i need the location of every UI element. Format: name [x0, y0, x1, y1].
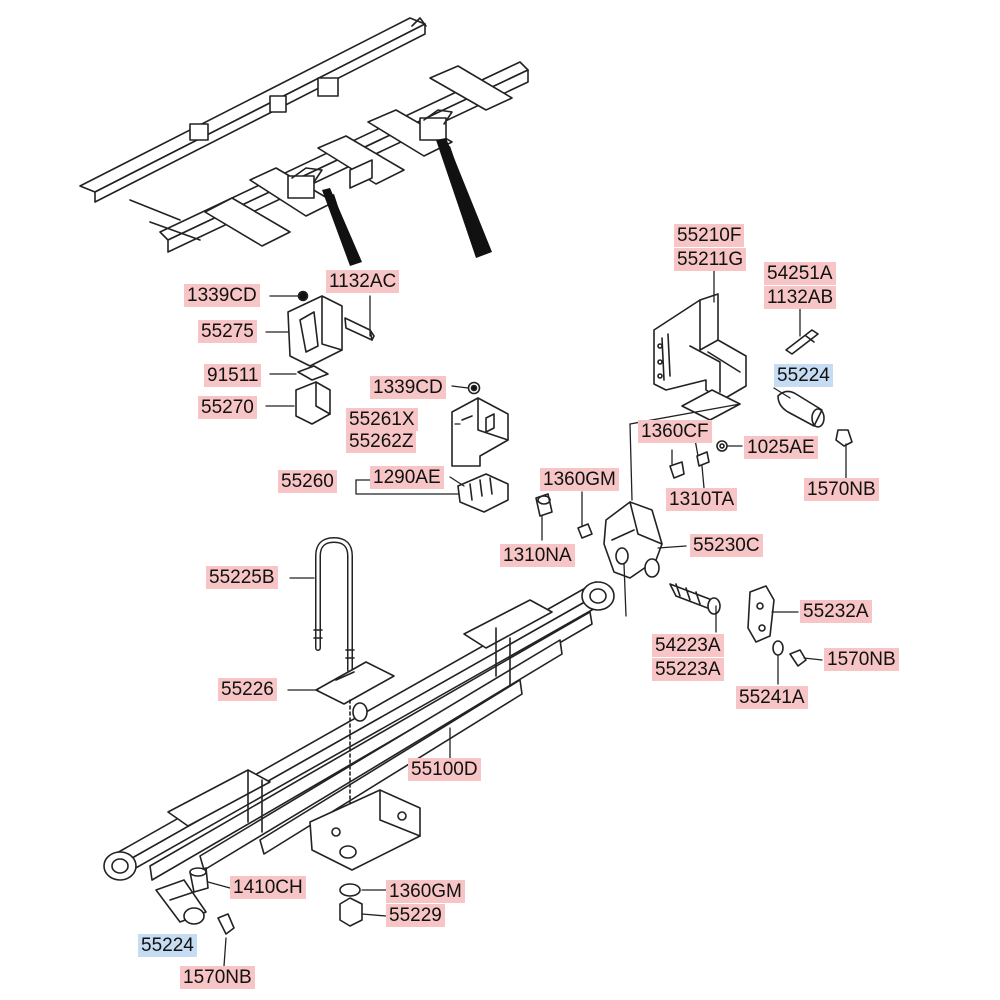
part-label-55100d[interactable]: 55100D: [408, 758, 481, 781]
part-label-55275[interactable]: 55275: [198, 320, 257, 343]
part-label-1360gm[interactable]: 1360GM: [540, 468, 619, 491]
leader-lines: [207, 269, 847, 967]
part-label-55226[interactable]: 55226: [218, 678, 277, 701]
part-label-1132ac[interactable]: 1132AC: [326, 270, 400, 293]
part-label-54223a[interactable]: 54223A: [652, 634, 724, 657]
part-label-55262z[interactable]: 55262Z: [346, 430, 417, 453]
part-label-1570nb-3[interactable]: 1570NB: [180, 966, 255, 989]
spring-seat-group: [155, 789, 421, 935]
part-label-55225b[interactable]: 55225B: [206, 566, 278, 589]
part-label-55260[interactable]: 55260: [278, 470, 337, 493]
leaf-spring: [103, 581, 615, 881]
part-label-1310na[interactable]: 1310NA: [500, 544, 575, 567]
part-label-55224[interactable]: 55224: [774, 364, 833, 387]
part-label-55210f[interactable]: 55210F: [674, 224, 745, 247]
shackle-assembly: [535, 493, 807, 667]
front-hanger-group: [287, 290, 375, 425]
part-label-55229[interactable]: 55229: [386, 904, 445, 927]
part-label-1290ae[interactable]: 1290AE: [370, 466, 444, 489]
part-label-1360gm-2[interactable]: 1360GM: [386, 880, 465, 903]
part-label-1410ch[interactable]: 1410CH: [230, 876, 306, 899]
u-bolt: [313, 537, 355, 673]
part-label-55270[interactable]: 55270: [198, 396, 257, 419]
part-label-1310ta[interactable]: 1310TA: [666, 488, 738, 511]
bracket-group: [451, 381, 509, 513]
part-label-1025ae[interactable]: 1025AE: [744, 436, 818, 459]
part-label-55232a[interactable]: 55232A: [800, 600, 872, 623]
rear-hanger-group: [653, 293, 853, 479]
part-label-1570nb[interactable]: 1570NB: [804, 478, 879, 501]
part-label-55223a[interactable]: 55223A: [652, 658, 724, 681]
part-label-1339cd[interactable]: 1339CD: [184, 284, 260, 307]
part-label-1339cd-2[interactable]: 1339CD: [370, 376, 446, 399]
part-label-1570nb-2[interactable]: 1570NB: [824, 648, 899, 671]
part-label-91511[interactable]: 91511: [204, 364, 262, 387]
part-label-55261x[interactable]: 55261X: [346, 408, 418, 431]
chassis-frame: [79, 17, 529, 253]
part-label-55211g[interactable]: 55211G: [674, 248, 747, 271]
part-label-1132ab[interactable]: 1132AB: [764, 286, 837, 309]
part-label-55230c[interactable]: 55230C: [690, 534, 763, 557]
part-label-55224-2[interactable]: 55224: [138, 934, 197, 957]
part-label-54251a[interactable]: 54251A: [764, 262, 836, 285]
part-label-1360cf[interactable]: 1360CF: [638, 420, 712, 443]
leader-straps: [322, 138, 492, 266]
part-label-55241a[interactable]: 55241A: [736, 686, 808, 709]
